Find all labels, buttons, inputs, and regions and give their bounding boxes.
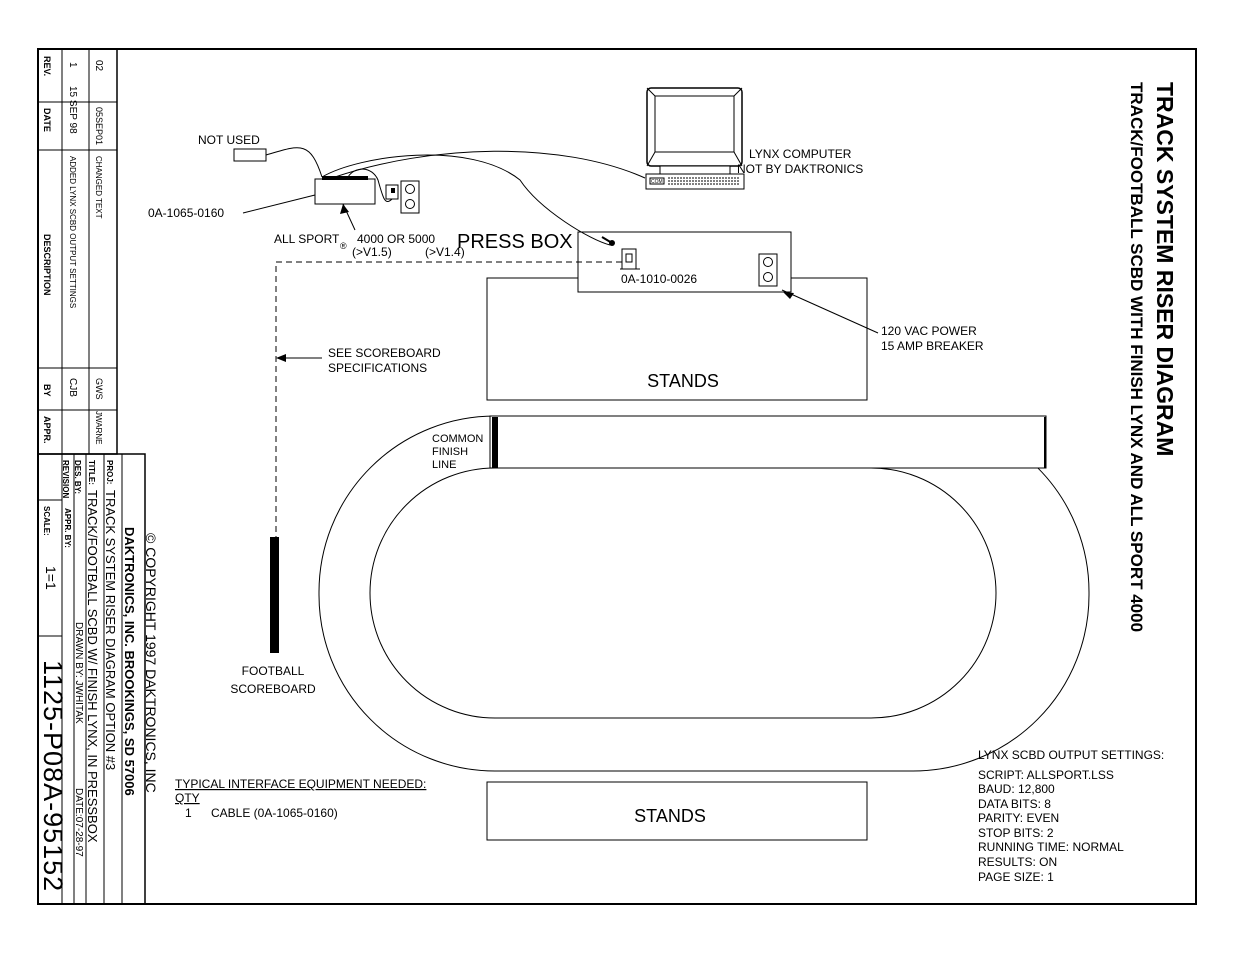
equipment-item-qty: 1 — [185, 806, 192, 820]
drawing-title: TRACK/FOOTBALL SCBD W/ FINISH LYNX, IN P… — [85, 490, 100, 843]
title-group: TRACK SYSTEM RISER DIAGRAM TRACK/FOOTBAL… — [1127, 82, 1178, 632]
not-used-label: NOT USED — [198, 133, 260, 147]
date-header: DATE — [42, 108, 52, 132]
all-sport-console-icon — [314, 176, 376, 205]
project-name: TRACK SYSTEM RISER DIAGRAM OPTION #3 — [103, 490, 118, 770]
straightaway-lanes — [489, 415, 1047, 469]
power-adapter-icon — [385, 184, 399, 200]
settings-results: RESULTS: ON — [978, 855, 1057, 869]
rev-2-number: 02 — [93, 60, 104, 72]
settings-page-size: PAGE SIZE: 1 — [978, 870, 1054, 884]
proj-label: PROJ: — [105, 460, 114, 484]
title-label: TITLE: — [87, 460, 96, 485]
power-label-2: 15 AMP BREAKER — [881, 339, 984, 353]
scale-label: SCALE: — [42, 506, 51, 536]
computer-label-2: NOT BY DAKTRONICS — [737, 162, 863, 176]
scale-value: 1=1 — [43, 566, 59, 590]
press-box-part-number: 0A-1010-0026 — [621, 272, 697, 286]
lynx-computer-icon — [645, 87, 745, 190]
rev-1-description: ADDED LYNX SCBD OUTPUT SETTINGS — [68, 156, 77, 308]
settings-stop-bits: STOP BITS: 2 — [978, 826, 1054, 840]
rev-1-number: 1 — [67, 62, 78, 68]
football-label-2: SCOREBOARD — [230, 682, 316, 696]
junction-box-icon — [620, 248, 640, 270]
drawn-by: DRAWN BY: JWHITAK — [73, 622, 84, 724]
settings-script: SCRIPT: ALLSPORT.LSS — [978, 768, 1114, 782]
title-block: SCALE: 1=1 1125-P08A-95152 REVISION APPR… — [37, 453, 146, 905]
description-header: DESCRIPTION — [42, 234, 52, 296]
com-port-label: COM — [651, 179, 663, 185]
all-sport-label-b: 4000 OR 5000 — [357, 232, 435, 246]
diagram-subtitle: TRACK/FOOTBALL SCBD WITH FINISH LYNX AND… — [1127, 82, 1146, 632]
not-used-connector — [233, 148, 267, 162]
football-scoreboard — [270, 537, 279, 653]
finish-line-label-1: COMMON — [432, 433, 483, 445]
company-name: DAKTRONICS, INC. BROOKINGS, SD 57006 — [122, 527, 137, 796]
console-outlet-icon — [400, 180, 420, 214]
version-label-2: (>V1.4) — [425, 245, 465, 259]
rev-2-date: 05SEP01 — [94, 107, 104, 145]
finish-line-label-2: FINISH — [432, 446, 468, 458]
drawing-date: DATE:07-28-97 — [73, 788, 84, 857]
settings-running-time: RUNNING TIME: NORMAL — [978, 840, 1124, 854]
settings-parity: PARITY: EVEN — [978, 811, 1059, 825]
all-sport-label-a: ALL SPORT — [274, 232, 340, 246]
diagram-title: TRACK SYSTEM RISER DIAGRAM — [1152, 82, 1178, 456]
finish-line-label-3: LINE — [432, 459, 456, 471]
rev-1-by: CJB — [67, 378, 78, 397]
copyright-text: © COPYRIGHT 1997 DAKTRONICS, INC — [143, 533, 159, 793]
rev-2-appr: JWARNE — [94, 411, 103, 444]
see-specs-label-1: SEE SCOREBOARD — [328, 346, 441, 360]
stands-top-label: STANDS — [647, 371, 719, 391]
rev-2-by: GWS — [94, 378, 104, 400]
appr-by-label: APPR. BY: — [63, 508, 72, 548]
version-label-1: (>V1.5) — [352, 245, 392, 259]
press-box-label: PRESS BOX — [457, 231, 573, 253]
by-header: BY — [42, 384, 52, 397]
rev-header: REV. — [42, 56, 52, 76]
settings-heading: LYNX SCBD OUTPUT SETTINGS: — [978, 748, 1164, 762]
equipment-item-desc: CABLE (0A-1065-0160) — [211, 806, 338, 820]
rev-2-description: CHANGED TEXT — [94, 156, 103, 219]
appr-header: APPR. — [42, 416, 52, 444]
registered-mark: ® — [340, 241, 347, 251]
running-track-inner — [369, 467, 997, 719]
equipment-qty-header: QTY — [175, 791, 200, 805]
football-label-1: FOOTBALL — [242, 664, 305, 678]
stands-bottom — [486, 781, 868, 841]
equipment-heading: TYPICAL INTERFACE EQUIPMENT NEEDED: — [175, 777, 426, 791]
drawing-number: 1125-P08A-95152 — [38, 660, 68, 892]
revision-label: REVISION — [61, 460, 70, 498]
revision-block: REV. DATE DESCRIPTION BY APPR. 1 15 SEP … — [37, 48, 118, 455]
computer-label-1: LYNX COMPUTER — [749, 147, 852, 161]
settings-data-bits: DATA BITS: 8 — [978, 797, 1051, 811]
settings-baud: BAUD: 12,800 — [978, 782, 1055, 796]
rev-1-date: 15 SEP 98 — [67, 86, 78, 134]
see-specs-label-2: SPECIFICATIONS — [328, 361, 427, 375]
scoreboard-signal-line — [275, 261, 622, 537]
stands-bottom-label: STANDS — [634, 806, 706, 826]
cable-part-label: 0A-1065-0160 — [148, 206, 224, 220]
des-by-label: DES. BY: — [73, 460, 82, 494]
press-box-outlet-icon — [758, 253, 778, 287]
power-label-1: 120 VAC POWER — [881, 324, 977, 338]
